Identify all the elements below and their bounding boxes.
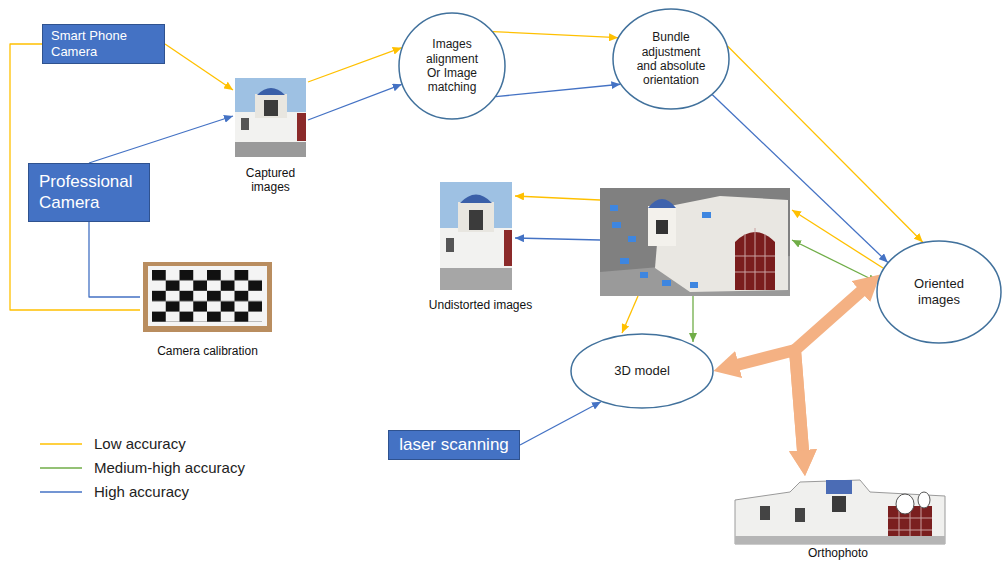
legend-sample [40,440,82,448]
cloud-link [792,210,883,268]
accuracy-connector [308,84,402,120]
cloud-link [515,196,600,200]
cloud-link [792,240,877,282]
accuracy-connector [89,222,140,297]
legend-sample [40,488,82,496]
accuracy-connector [496,84,621,96]
legend-line [40,467,82,469]
image-caption: Camera calibration [140,344,275,358]
image-caption: Undistorted images [413,298,548,312]
image-caption: Captured images [233,166,308,195]
accuracy-connector [493,32,618,38]
ellipse-shape [877,241,1001,343]
orthophoto-picture [735,480,945,544]
legend-line [40,491,82,493]
camera-box: Smart Phone Camera [42,24,165,64]
node-label: laser scanning [395,435,513,455]
node-label: Smart Phone Camera [51,28,156,59]
legend-sample [40,464,82,472]
process-ellipse: 3D model [570,333,714,409]
node-label: Images alignment Or Image matching [422,37,482,95]
image-node: Captured images [233,78,308,195]
ellipse-shape [399,13,505,119]
node-label: Oriented images [906,276,972,307]
ellipse-shape [613,9,729,109]
node-label: Bundle adjustment and absolute orientati… [633,30,709,88]
legend-item: Low accuracy [40,432,245,456]
legend-item: Medium-high accuracy [40,456,245,480]
accuracy-connector [165,44,233,90]
accuracy-connector [712,95,887,263]
workflow-arrow [795,290,862,452]
process-ellipse: Bundle adjustment and absolute orientati… [612,8,730,110]
legend-label: High accuracy [94,483,189,501]
legend-label: Low accuracy [94,435,186,453]
undistorted-photo [440,182,512,290]
cloud-link [692,296,693,342]
cloud-link [515,238,600,240]
node-label: Professional Camera [39,172,139,213]
cloud-link [622,296,638,333]
orthophoto-node: Orthophoto [728,476,948,560]
point-cloud-picture [600,188,790,296]
legend-item: High accuracy [40,480,245,504]
node-label: 3D model [592,363,692,379]
legend-label: Medium-high accuracy [94,459,245,477]
accuracy-connector [728,46,923,242]
process-ellipse: Images alignment Or Image matching [398,12,506,120]
calibration-checkerboard [143,262,272,332]
image-caption: Orthophoto [728,546,948,560]
accuracy-connector [89,116,233,163]
camera-box: Professional Camera [28,163,150,222]
legend: Low accuracyMedium-high accuracyHigh acc… [40,432,245,504]
image-node: Undistorted images [413,182,548,312]
legend-line [40,443,82,445]
captured-photo [235,78,306,157]
accuracy-connector [308,48,402,82]
process-ellipse: Oriented images [876,240,1002,344]
source-box: laser scanning [388,430,520,460]
image-node: Camera calibration [140,262,275,358]
ellipse-shape [571,334,713,408]
accuracy-connector [520,402,601,445]
